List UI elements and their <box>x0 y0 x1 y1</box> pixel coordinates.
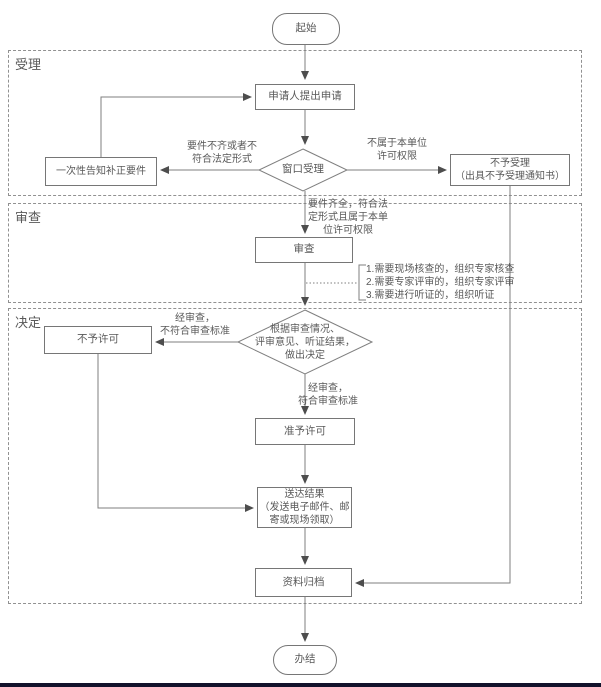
window-acceptance-diamond: 窗口受理 <box>282 163 324 176</box>
section-review-label: 审查 <box>15 210 42 225</box>
end-node: 办结 <box>273 645 337 675</box>
edge-label-not-authority: 不属于本单位 许可权限 <box>367 138 427 162</box>
edge-label-pass: 经审查， 符合审查标准 <box>298 383 358 407</box>
section-decision-label: 决定 <box>15 315 42 330</box>
deliver-result-node: 送达结果 （发送电子邮件、邮 寄或现场领取） <box>257 487 352 528</box>
grant-permit-node: 准予许可 <box>255 418 355 445</box>
deny-permit-node: 不予许可 <box>44 326 152 354</box>
archive-node: 资料归档 <box>255 568 352 597</box>
edge-label-fail: 经审查， 不符合审查标准 <box>160 313 230 337</box>
review-note: 1.需要现场核查的，组织专家核查 2.需要专家评审的，组织专家评审 3.需要进行… <box>366 264 515 301</box>
apply-node: 申请人提出申请 <box>255 84 355 110</box>
section-review: 审查 <box>8 203 582 303</box>
section-acceptance: 受理 <box>8 50 582 196</box>
edge-label-complete: 要件齐全，符合法 定形式且属于本单 位许可权限 <box>308 199 388 236</box>
edge-label-incomplete: 要件不齐或者不 符合法定形式 <box>187 141 257 165</box>
section-decision: 决定 <box>8 308 582 604</box>
reject-acceptance-node: 不予受理 （出具不予受理通知书） <box>450 154 570 186</box>
start-node: 起始 <box>272 13 340 45</box>
notify-correction-node: 一次性告知补正要件 <box>45 157 157 186</box>
review-node: 审查 <box>255 237 353 263</box>
decision-diamond: 根据审查情况、 评审意见、听证结果， 做出决定 <box>255 323 355 361</box>
bottom-border-line <box>0 683 601 687</box>
section-acceptance-label: 受理 <box>15 57 42 72</box>
